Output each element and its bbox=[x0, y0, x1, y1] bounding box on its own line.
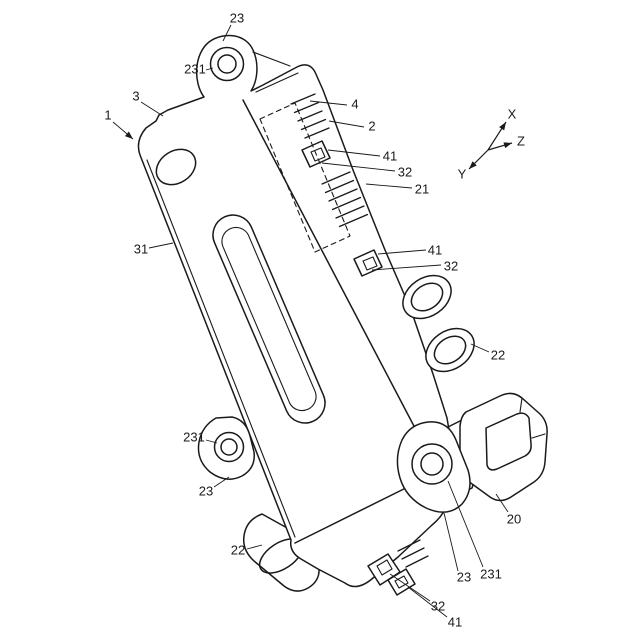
front-oval-hole bbox=[155, 148, 197, 186]
leader-line-32 bbox=[389, 573, 431, 602]
top-strip-inner-edge bbox=[255, 72, 299, 93]
arrowhead bbox=[469, 161, 477, 169]
leader-line-3 bbox=[140, 101, 164, 117]
leader-line-23 bbox=[443, 512, 459, 572]
ref-label-32: 32 bbox=[444, 258, 458, 273]
connector-edge-lines bbox=[519, 397, 546, 439]
ref-label-3: 3 bbox=[132, 88, 139, 103]
ref-label-23: 23 bbox=[457, 569, 471, 584]
leader-line-23 bbox=[213, 476, 230, 488]
ref-label-22: 22 bbox=[491, 347, 505, 362]
arrowhead bbox=[503, 142, 512, 149]
leader-line-32 bbox=[321, 162, 396, 172]
vent-slats-middle bbox=[321, 171, 369, 228]
clip-frame-1 bbox=[301, 140, 331, 168]
ref-label-1: 1 bbox=[104, 107, 111, 122]
clip-frame-2 bbox=[353, 249, 383, 277]
ear-back-edge bbox=[252, 51, 291, 67]
axis-label-X: X bbox=[508, 106, 517, 121]
bottom-vent-slats bbox=[397, 539, 429, 568]
ref-label-20: 20 bbox=[507, 511, 521, 526]
arrowhead bbox=[124, 131, 133, 139]
leader-line-231 bbox=[205, 439, 218, 444]
mount-hole-top-inner bbox=[217, 54, 237, 74]
mount-hole-lower-left-inner bbox=[220, 438, 238, 456]
bottom-clip-tab-2 bbox=[394, 575, 409, 589]
leader-line-41 bbox=[407, 586, 448, 618]
boss-cylinder-1-outer bbox=[402, 274, 452, 320]
bottom-clip-tab-1 bbox=[376, 559, 393, 576]
leader-line-2 bbox=[328, 120, 365, 128]
front-slot-outer bbox=[212, 214, 326, 424]
mount-hole-lower-right-inner bbox=[420, 452, 444, 476]
front-slot-inner bbox=[221, 226, 317, 412]
leader-line-41 bbox=[327, 149, 381, 157]
leader-line-22 bbox=[246, 544, 263, 550]
leader-line-231 bbox=[205, 67, 214, 71]
leader-line-21 bbox=[365, 183, 413, 189]
ref-label-231: 231 bbox=[184, 61, 206, 76]
vent-slats-top bbox=[290, 93, 330, 139]
boss-cylinder-1-inner bbox=[410, 282, 444, 312]
ref-label-23: 23 bbox=[199, 483, 213, 498]
arrowhead bbox=[499, 122, 506, 131]
housing-drawing bbox=[137, 34, 548, 596]
ref-label-2: 2 bbox=[368, 118, 375, 133]
ref-label-21: 21 bbox=[415, 181, 429, 196]
leader-line-22 bbox=[470, 343, 490, 353]
ref-label-41: 41 bbox=[448, 614, 462, 629]
leader-line-23 bbox=[222, 24, 232, 42]
front-top-fold-edge bbox=[242, 99, 438, 471]
ref-label-231: 231 bbox=[183, 429, 205, 444]
clip-tab-1 bbox=[310, 147, 326, 162]
boss-cylinder-2-inner bbox=[433, 335, 467, 365]
leader-line-20 bbox=[495, 493, 509, 513]
ref-label-4: 4 bbox=[351, 96, 358, 111]
boss-cylinder-2-outer bbox=[425, 327, 475, 373]
connector-housing bbox=[459, 392, 548, 502]
ref-label-22: 22 bbox=[231, 542, 245, 557]
ref-label-32: 32 bbox=[431, 598, 445, 613]
leader-line-32 bbox=[371, 264, 442, 271]
axis-label-Y: Y bbox=[458, 166, 467, 181]
clip-tab-2 bbox=[362, 256, 378, 271]
leader-line-41 bbox=[377, 249, 427, 255]
ref-label-31: 31 bbox=[134, 241, 148, 256]
ref-label-41: 41 bbox=[428, 242, 442, 257]
ref-label-23: 23 bbox=[230, 10, 244, 25]
ref-label-32: 32 bbox=[398, 164, 412, 179]
hidden-outline-dashed bbox=[259, 102, 351, 253]
ref-label-231: 231 bbox=[480, 566, 502, 581]
bottom-foot bbox=[242, 513, 320, 592]
left-panel-inner-edge bbox=[146, 159, 296, 538]
connector-opening bbox=[485, 412, 532, 471]
leader-line-31 bbox=[148, 242, 174, 249]
coordinate-axes: XZ Y bbox=[458, 106, 525, 181]
leader-line-231 bbox=[447, 480, 484, 568]
ref-label-41: 41 bbox=[383, 148, 397, 163]
axis-label-Z: Z bbox=[517, 133, 525, 148]
leader-line-4 bbox=[309, 100, 348, 106]
